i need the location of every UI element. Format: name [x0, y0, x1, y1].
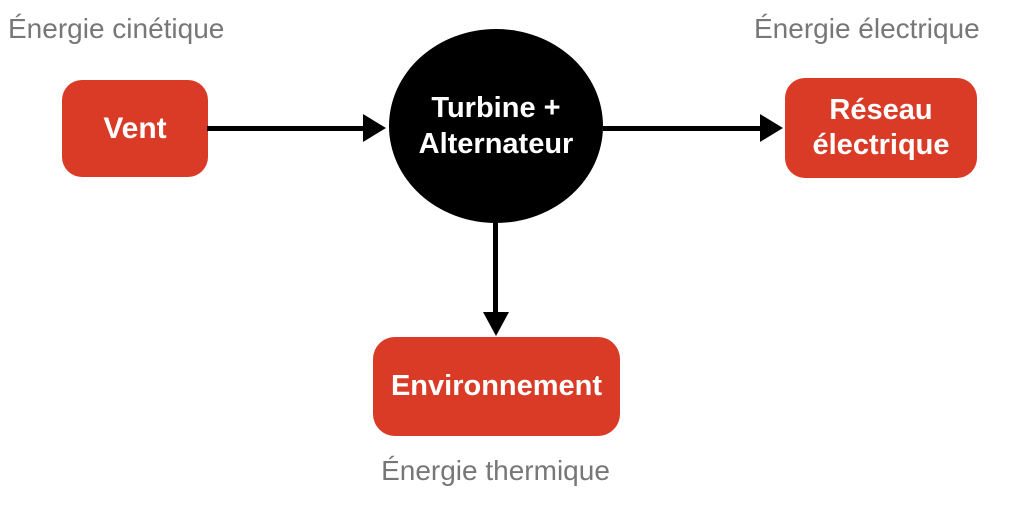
node-turbine-label-line1: Turbine +: [431, 92, 561, 124]
arrow-vent-to-turbine-head-icon: [363, 114, 386, 142]
node-turbine-label-line2: Alternateur: [418, 128, 574, 160]
arrow-turbine-to-reseau-head-icon: [760, 114, 783, 142]
arrow-turbine-to-reseau-line: [603, 126, 761, 131]
node-reseau-label-line1: Réseau: [829, 94, 933, 126]
node-reseau-label-line2: électrique: [812, 129, 950, 161]
arrow-turbine-to-environnement-head-icon: [483, 312, 509, 336]
node-vent: Vent: [62, 80, 208, 177]
label-energie-cinetique: Énergie cinétique: [8, 13, 225, 44]
label-energie-thermique: Énergie thermique: [381, 455, 610, 486]
arrow-vent-to-turbine-line: [207, 126, 365, 131]
node-reseau-electrique: Réseau électrique: [785, 78, 977, 178]
node-environnement-label: Environnement: [390, 370, 603, 402]
label-energie-electrique: Énergie électrique: [754, 13, 980, 44]
arrow-turbine-to-environnement-line: [493, 223, 498, 313]
node-vent-label: Vent: [103, 112, 167, 145]
node-turbine-alternateur: Turbine + Alternateur: [389, 29, 603, 223]
node-environnement: Environnement: [373, 337, 620, 436]
